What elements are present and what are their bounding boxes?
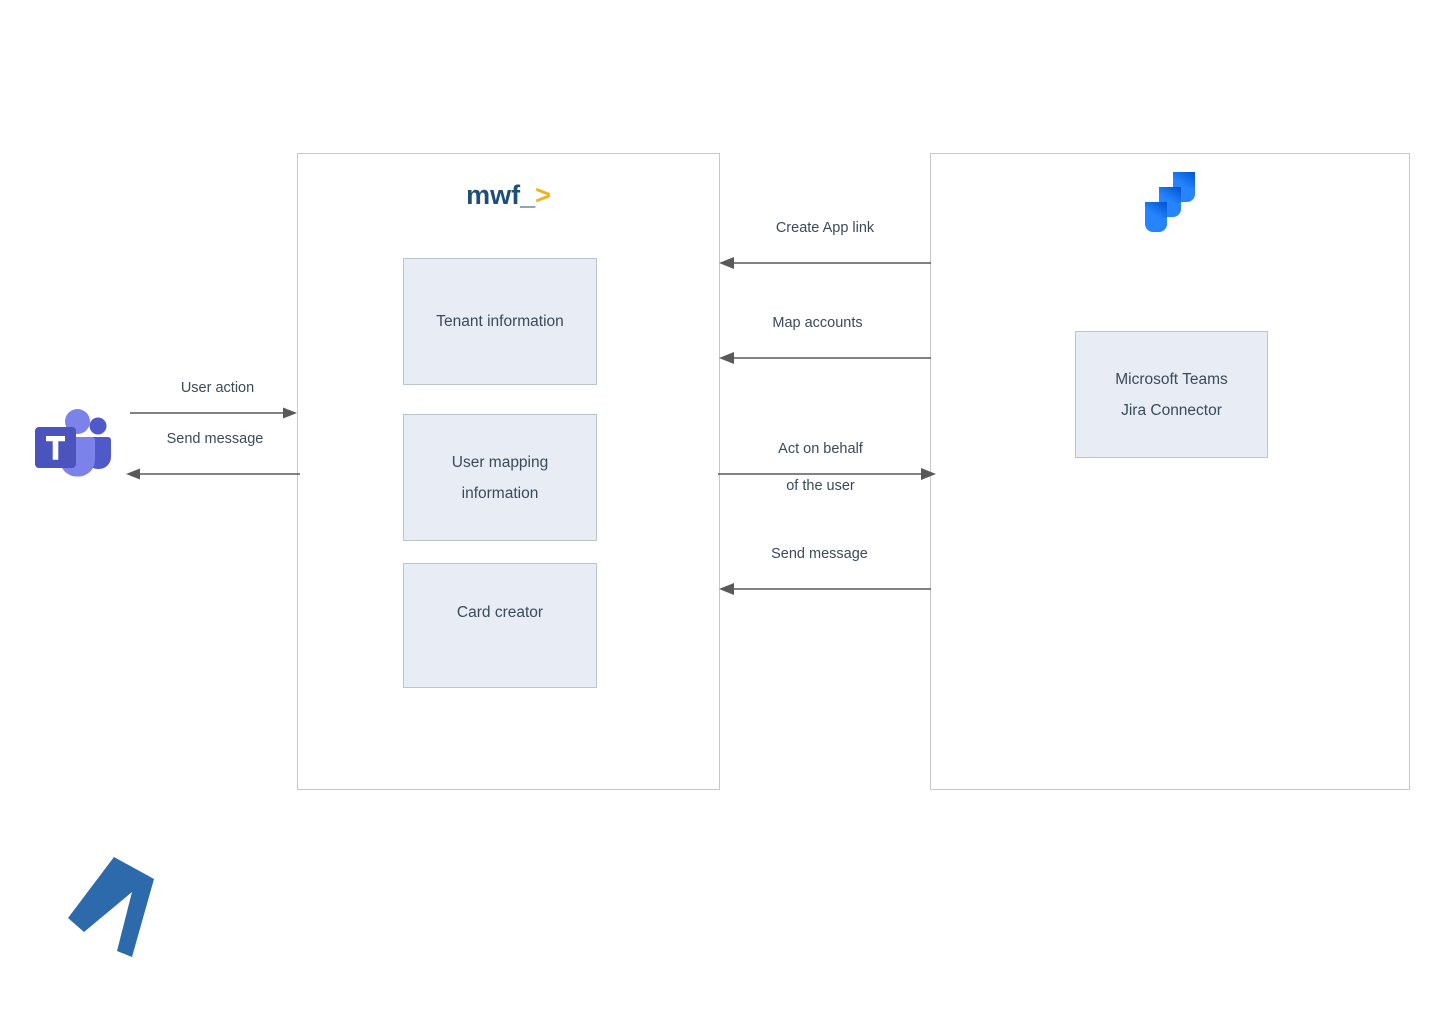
mwf-logo-underscore: _ <box>520 180 536 210</box>
connector-label-line: Send message <box>166 431 264 447</box>
component-label-line: Jira Connector <box>1121 401 1222 419</box>
mwf-logo: mwf_> <box>297 180 720 210</box>
component-user-mapping-information[interactable]: User mapping information <box>403 414 597 541</box>
connector-send-message-to-mwf <box>719 583 931 595</box>
connector-label-act-on-behalf-line1: Act on behalf <box>718 440 923 459</box>
component-tenant-information[interactable]: Tenant information <box>403 258 597 385</box>
connector-label-send-message-to-teams: Send message <box>120 430 310 449</box>
connector-map-accounts <box>719 352 931 364</box>
mwf-logo-name: mwf <box>466 180 521 210</box>
component-label-line: information <box>461 484 539 502</box>
connector-user-action <box>130 407 297 419</box>
component-label-line: Microsoft Teams <box>1115 370 1228 388</box>
connector-label-line: of the user <box>786 478 855 494</box>
connector-act-on-behalf-of-the-user <box>718 468 936 480</box>
component-label-line: User mapping <box>451 453 549 471</box>
microsoft-teams-logo-icon <box>35 409 111 477</box>
connector-label-user-action: User action <box>130 379 305 398</box>
component-microsoft-teams-jira-connector[interactable]: Microsoft Teams Jira Connector <box>1075 331 1268 458</box>
component-card-creator[interactable]: Card creator <box>403 563 597 688</box>
connector-label-act-on-behalf-line2: of the user <box>718 477 923 496</box>
connector-label-map-accounts: Map accounts <box>710 314 925 333</box>
connector-label-create-app-link: Create App link <box>715 219 935 238</box>
connector-label-line: Act on behalf <box>778 441 863 457</box>
mwf-logo-chevron-icon: > <box>535 180 551 210</box>
connector-label-send-message-to-mwf: Send message <box>712 545 927 564</box>
jira-panel-container <box>930 153 1410 790</box>
component-label-line: Tenant information <box>436 313 564 330</box>
brand-arrow-logo-icon <box>68 857 154 957</box>
component-label-line: Card creator <box>456 604 544 621</box>
connector-label-line: Map accounts <box>772 315 863 331</box>
jira-logo-icon <box>1145 172 1195 232</box>
connector-send-message-to-teams <box>126 468 300 480</box>
connector-label-line: Send message <box>771 546 868 562</box>
connector-label-line: User action <box>180 380 255 396</box>
connector-label-line: Create App link <box>775 220 875 236</box>
connector-create-app-link <box>719 257 931 269</box>
